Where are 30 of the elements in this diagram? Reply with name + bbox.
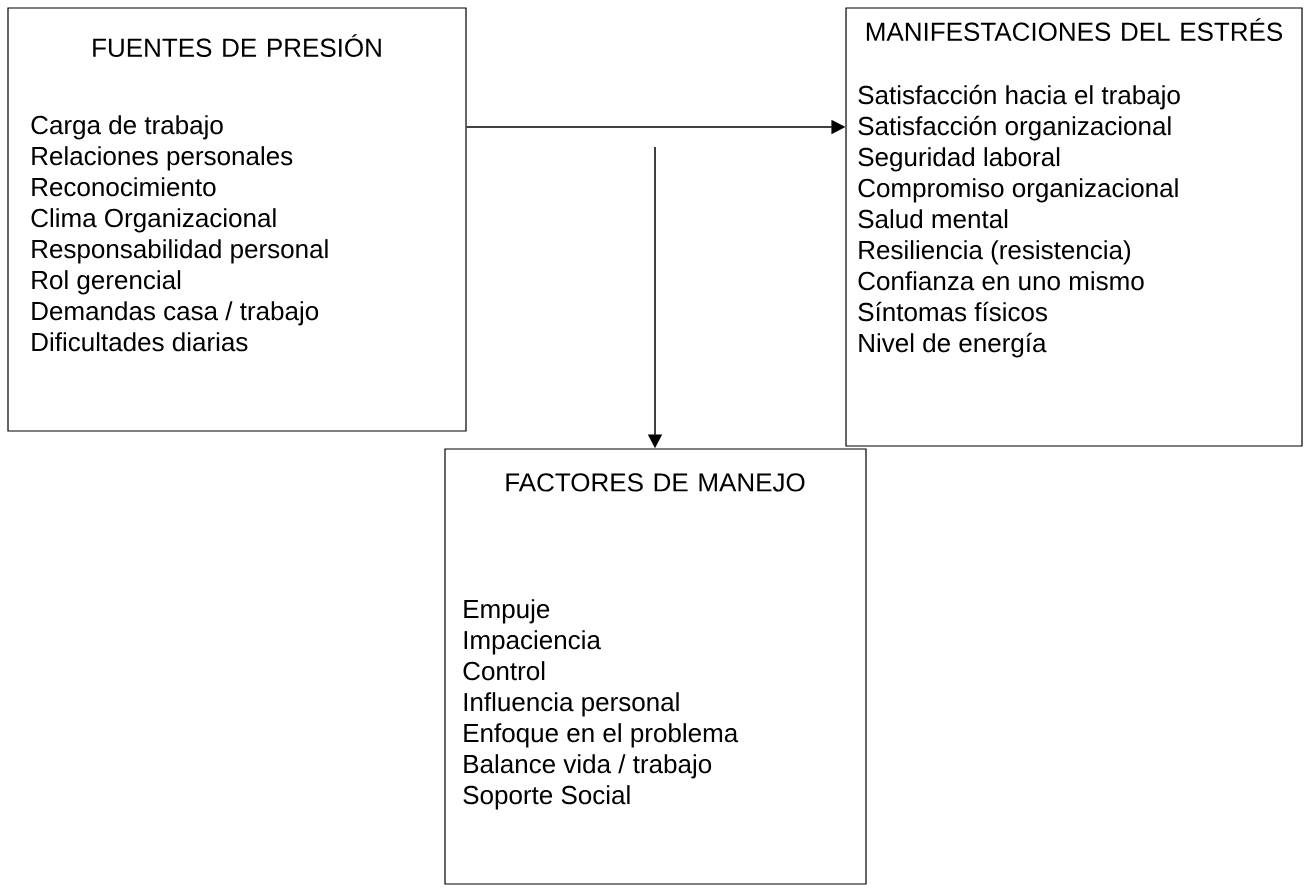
list-item: Empuje bbox=[464, 599, 550, 624]
list-item: Balance vida / trabajo bbox=[464, 754, 712, 779]
list-item: Responsabilidad personal bbox=[32, 239, 328, 264]
list-item: Salud mental bbox=[858, 209, 1008, 229]
list-item: Influencia personal bbox=[464, 692, 679, 717]
list-item: Carga de trabajo bbox=[31, 115, 223, 140]
list-item: Impaciencia bbox=[464, 630, 601, 655]
text-box bbox=[845, 7, 1303, 447]
list-item: Dificultades diarias bbox=[32, 332, 248, 352]
list-item: Satisfacción organizacional bbox=[858, 115, 1171, 141]
list-item: Satisfacción hacia el trabajo bbox=[858, 84, 1180, 110]
list-item: Soporte Social bbox=[463, 785, 630, 810]
list-item: Seguridad laboral bbox=[858, 147, 1060, 172]
list-item: Clima Organizacional bbox=[31, 208, 276, 233]
list-item: Reconocimiento bbox=[32, 177, 216, 197]
list-item: Demandas casa / trabajo bbox=[32, 301, 319, 326]
list-item: Relaciones personales bbox=[32, 146, 293, 171]
list-item: Rol gerencial bbox=[32, 270, 181, 295]
text-box bbox=[7, 7, 467, 432]
list-item: Enfoque en el problema bbox=[464, 723, 739, 748]
list-item: Nivel de energía bbox=[859, 332, 1047, 358]
box-heading: MANIFESTACIONES DEL ESTRÉS bbox=[866, 18, 1283, 41]
list-item: Síntomas físicos bbox=[858, 301, 1047, 322]
list-item: Compromiso organizacional bbox=[858, 178, 1178, 203]
list-item: Resiliencia (resistencia) bbox=[859, 240, 1131, 265]
box-heading: FACTORES DE MANEJO bbox=[506, 473, 805, 492]
list-item: Confianza en uno mismo bbox=[858, 271, 1144, 291]
text-box bbox=[444, 448, 867, 885]
box-heading: FUENTES DE PRESIÓN bbox=[93, 34, 381, 57]
list-item: Control bbox=[463, 661, 545, 681]
